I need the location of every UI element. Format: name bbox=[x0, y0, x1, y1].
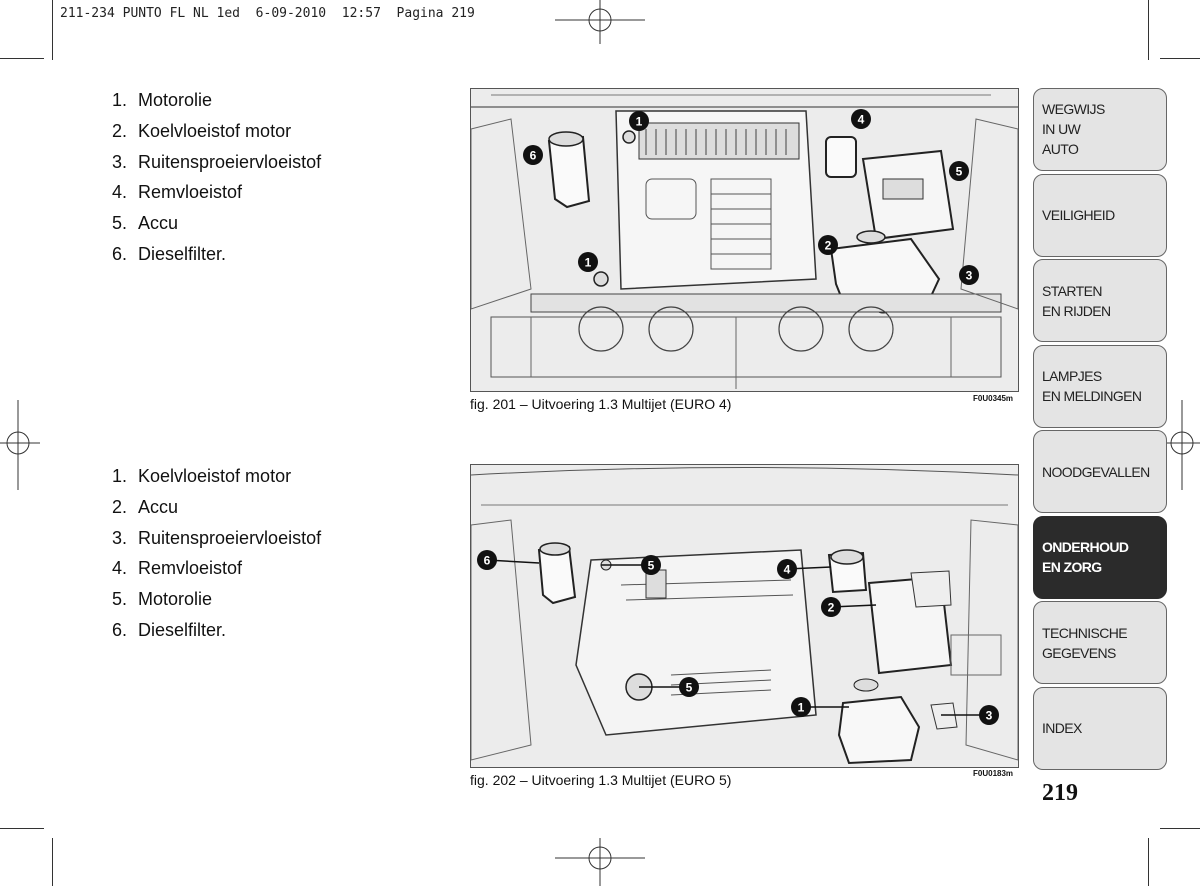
registration-mark-top bbox=[555, 0, 645, 44]
list-item: 6.Dieselfilter. bbox=[112, 243, 227, 264]
svg-text:5: 5 bbox=[648, 559, 655, 573]
engine-illustration-euro5: 1 2 3 4 5 5 6 bbox=[471, 465, 1018, 767]
svg-text:5: 5 bbox=[686, 681, 693, 695]
svg-text:1: 1 bbox=[798, 701, 805, 715]
callout-marker: 1 bbox=[578, 252, 598, 272]
list-item: 3.Ruitensproeiervloeistof bbox=[112, 151, 322, 172]
tab-index[interactable]: INDEX bbox=[1033, 686, 1167, 770]
print-header: 211-234 PUNTO FL NL 1ed 6-09-2010 12:57 … bbox=[60, 6, 475, 21]
tab-onderhoud[interactable]: ONDERHOUD EN ZORG bbox=[1033, 515, 1167, 599]
callout-marker: 5 bbox=[679, 677, 699, 697]
svg-text:2: 2 bbox=[828, 601, 835, 615]
list-item: 5.Motorolie bbox=[112, 589, 213, 610]
chapter-tabs: WEGWIJS IN UW AUTO VEILIGHEID STARTEN EN… bbox=[1033, 88, 1167, 772]
svg-text:3: 3 bbox=[966, 269, 973, 283]
list-item: 2.Koelvloeistof motor bbox=[112, 120, 292, 141]
callout-marker: 5 bbox=[641, 555, 661, 575]
figure-euro4-engine: 1 1 2 3 4 5 6 bbox=[470, 88, 1019, 392]
tab-technische[interactable]: TECHNISCHE GEGEVENS bbox=[1033, 601, 1167, 684]
tab-wegwijs[interactable]: WEGWIJS IN UW AUTO bbox=[1033, 88, 1167, 171]
svg-text:6: 6 bbox=[530, 149, 537, 163]
callout-marker: 3 bbox=[959, 265, 979, 285]
callout-marker: 6 bbox=[477, 550, 497, 570]
engine-illustration-euro4: 1 1 2 3 4 5 6 bbox=[471, 89, 1018, 391]
svg-text:6: 6 bbox=[484, 554, 491, 568]
svg-text:4: 4 bbox=[858, 113, 865, 127]
svg-text:3: 3 bbox=[986, 709, 993, 723]
callout-marker: 1 bbox=[791, 697, 811, 717]
callout-marker: 5 bbox=[949, 161, 969, 181]
component-list-euro5: 1.Koelvloeistof motor 2.Accu 3.Ruitenspr… bbox=[112, 461, 321, 646]
page-number: 219 bbox=[1042, 780, 1078, 806]
callout-marker: 3 bbox=[979, 705, 999, 725]
registration-mark-left bbox=[0, 400, 40, 490]
list-item: 1.Koelvloeistof motor bbox=[112, 466, 292, 486]
callout-marker: 2 bbox=[818, 235, 838, 255]
list-item: 1.Motorolie bbox=[112, 90, 213, 110]
figure-code-201: F0U0345m bbox=[973, 394, 1014, 403]
list-item: 3.Ruitensproeiervloeistof bbox=[112, 527, 322, 548]
svg-text:1: 1 bbox=[585, 256, 592, 270]
callout-marker: 4 bbox=[851, 109, 871, 129]
list-item: 4.Remvloeistof bbox=[112, 558, 243, 579]
callout-marker: 4 bbox=[777, 559, 797, 579]
tab-noodgevallen[interactable]: NOODGEVALLEN bbox=[1033, 430, 1167, 513]
figure-code-202: F0U0183m bbox=[973, 769, 1014, 778]
registration-mark-bottom bbox=[555, 838, 645, 886]
list-item: 2.Accu bbox=[112, 496, 179, 517]
figure-caption-201: fig. 201 – Uitvoering 1.3 Multijet (EURO… bbox=[470, 396, 732, 412]
svg-text:4: 4 bbox=[784, 563, 791, 577]
callout-marker: 6 bbox=[523, 145, 543, 165]
figure-euro5-engine: 1 2 3 4 5 5 6 bbox=[470, 464, 1019, 768]
tab-lampjes[interactable]: LAMPJES EN MELDINGEN bbox=[1033, 344, 1167, 428]
tab-starten[interactable]: STARTEN EN RIJDEN bbox=[1033, 259, 1167, 342]
figure-caption-202: fig. 202 – Uitvoering 1.3 Multijet (EURO… bbox=[470, 772, 732, 788]
list-item: 5.Accu bbox=[112, 213, 179, 234]
svg-text:1: 1 bbox=[636, 115, 643, 129]
svg-text:2: 2 bbox=[825, 239, 832, 253]
list-item: 6.Dieselfilter. bbox=[112, 619, 227, 640]
tab-veiligheid[interactable]: VEILIGHEID bbox=[1033, 173, 1167, 257]
callout-marker: 1 bbox=[629, 111, 649, 131]
callout-marker: 2 bbox=[821, 597, 841, 617]
svg-text:5: 5 bbox=[956, 165, 963, 179]
component-list-euro4: 1.Motorolie 2.Koelvloeistof motor 3.Ruit… bbox=[112, 85, 321, 270]
list-item: 4.Remvloeistof bbox=[112, 182, 243, 203]
